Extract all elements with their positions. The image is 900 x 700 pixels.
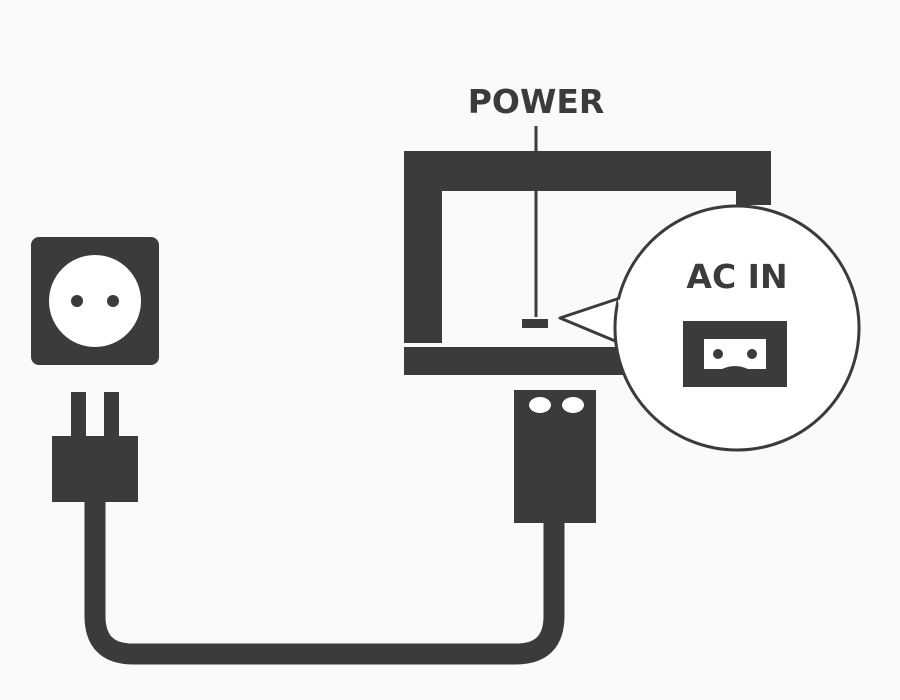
ac-inlet-socket-icon — [683, 321, 787, 387]
power-label: POWER — [468, 82, 605, 121]
ac-in-label: AC IN — [686, 257, 787, 296]
power-cable — [84, 498, 565, 665]
power-port — [522, 319, 548, 328]
power-plug-icon — [52, 392, 138, 502]
device-unit — [404, 151, 771, 343]
device-base — [404, 347, 652, 375]
wall-socket-icon — [31, 237, 159, 365]
ac-cable-connector-icon — [514, 390, 596, 523]
